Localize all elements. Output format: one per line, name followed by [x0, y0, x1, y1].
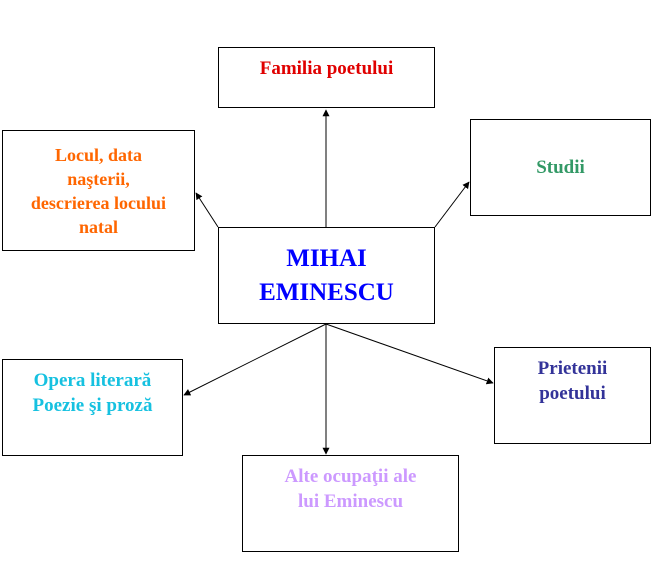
arrow-to-studii	[434, 181, 470, 228]
node-opera-literara-label: Opera literară Poezie şi proză	[32, 370, 153, 416]
node-mihai-eminescu-label: MIHAI EMINESCU	[259, 244, 394, 306]
node-alte-ocupatii-label: Alte ocupaţii ale lui Eminescu	[284, 466, 417, 512]
node-prietenii-poetului: Prietenii poetului	[494, 347, 651, 444]
node-studii-label: Studii	[536, 157, 585, 178]
node-studii: Studii	[470, 119, 651, 216]
arrow-to-locul	[195, 192, 219, 228]
arrow-to-opera	[183, 323, 327, 396]
node-mihai-eminescu: MIHAI EMINESCU	[218, 227, 435, 324]
arrow-to-prieteni	[325, 323, 494, 385]
node-locul-data-nasterii-label: Locul, data naşterii, descrierea locului…	[30, 144, 167, 237]
node-locul-data-nasterii: Locul, data naşterii, descrierea locului…	[2, 130, 195, 251]
node-familia-poetului: Familia poetului	[218, 47, 435, 108]
node-prietenii-poetului-label: Prietenii poetului	[537, 358, 608, 404]
node-alte-ocupatii: Alte ocupaţii ale lui Eminescu	[242, 455, 459, 552]
node-familia-poetului-label: Familia poetului	[259, 58, 394, 79]
node-opera-literara: Opera literară Poezie şi proză	[2, 359, 183, 456]
